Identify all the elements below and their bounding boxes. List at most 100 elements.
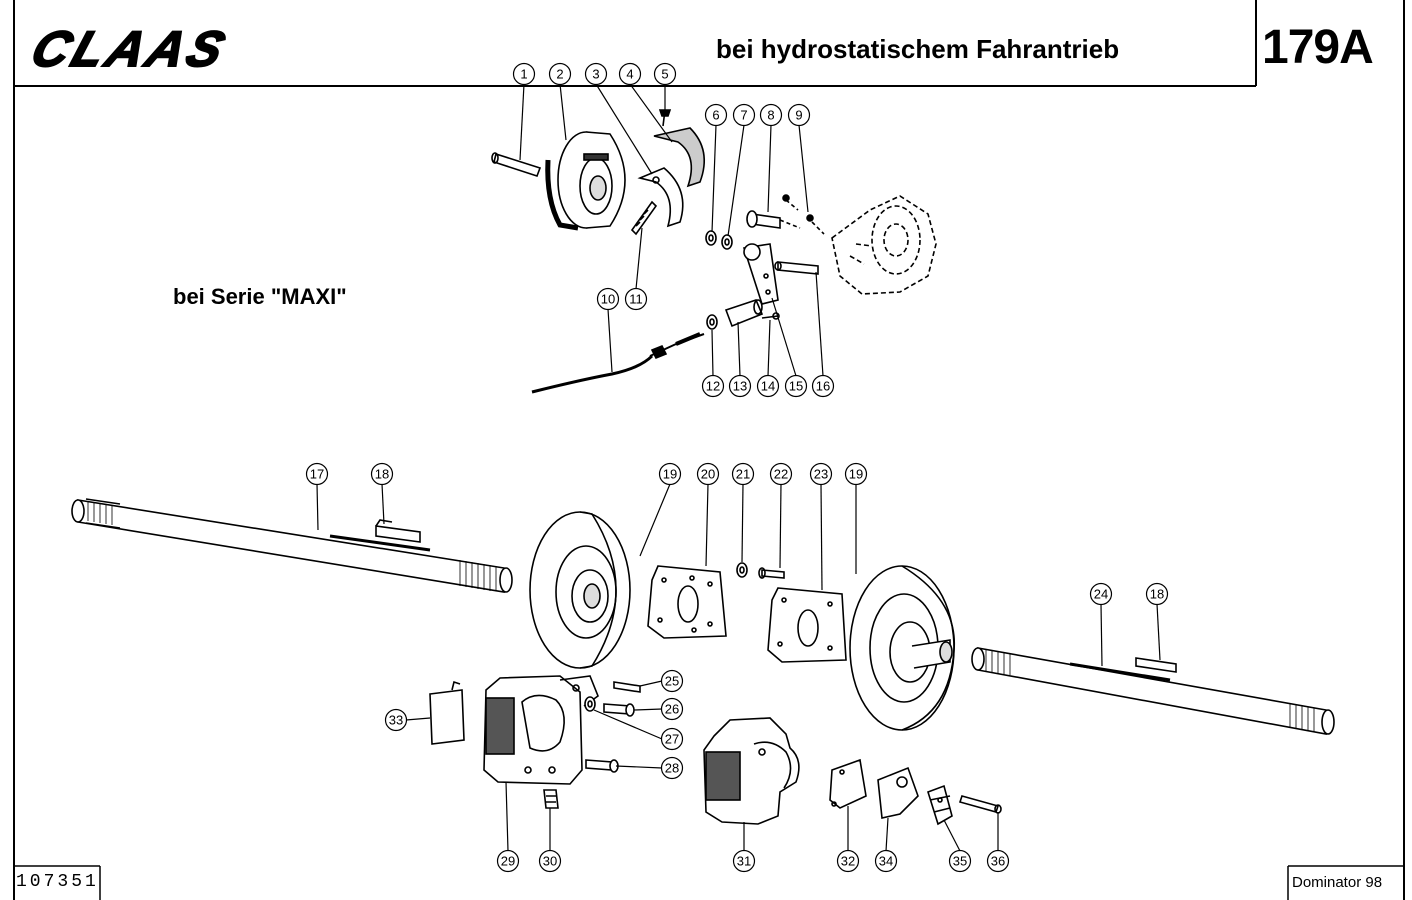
leader-line-16 (815, 271, 824, 377)
leader-line-14 (767, 319, 771, 377)
callout-5: 5 (653, 62, 677, 86)
callout-number: 32 (841, 854, 855, 869)
part-3-brake-shoe (637, 167, 684, 228)
callout-24: 24 (1089, 582, 1113, 606)
callout-circle (784, 374, 808, 398)
part-20-adapter-plate (647, 565, 727, 639)
callout-number: 23 (814, 467, 828, 482)
part-24-right-shaft (971, 647, 1335, 735)
leader-lines (316, 83, 1161, 852)
callout-number: 9 (795, 108, 802, 123)
callout-circle (704, 103, 728, 127)
callout-19: 19 (658, 462, 682, 486)
leader-line-18 (381, 483, 385, 525)
hydrostatic-motor-housing (831, 195, 937, 295)
callout-7: 7 (732, 103, 756, 127)
callout-number: 11 (629, 292, 643, 307)
document-number: 107351 (16, 872, 99, 892)
leader-line-33 (405, 717, 431, 721)
leader-line-28 (615, 765, 663, 769)
callout-circle (756, 374, 780, 398)
callout-34: 34 (874, 849, 898, 873)
leader-line-1 (519, 83, 525, 161)
leader-line-18 (1156, 603, 1161, 661)
callout-number: 27 (665, 732, 679, 747)
callout-28: 28 (660, 756, 684, 780)
leader-line-20 (705, 483, 709, 567)
part-12-nut (706, 314, 718, 330)
callout-3: 3 (584, 62, 608, 86)
leader-line-13 (737, 321, 741, 377)
diagram-title: bei hydrostatischem Fahrantrieb (716, 34, 1120, 64)
leader-line-8 (767, 124, 772, 213)
callout-circle (1089, 582, 1113, 606)
part-4-brake-lining (653, 127, 706, 188)
callout-number: 36 (991, 854, 1005, 869)
callout-circle (874, 849, 898, 873)
callout-circle (809, 462, 833, 486)
callout-31: 31 (732, 849, 756, 873)
callout-circle (548, 62, 572, 86)
callout-2: 2 (548, 62, 572, 86)
callout-6: 6 (704, 103, 728, 127)
leader-line-11 (635, 227, 643, 290)
callout-number: 15 (789, 379, 803, 394)
callout-9: 9 (787, 103, 811, 127)
leader-line-29 (505, 781, 509, 852)
callout-circle (1145, 582, 1169, 606)
leader-line-34 (885, 817, 889, 852)
callout-circle (701, 374, 725, 398)
callout-circle (596, 287, 620, 311)
callout-circle (731, 462, 755, 486)
leader-line-25 (639, 680, 663, 687)
part-19-brake-disc-left (529, 511, 631, 669)
part-26-bolt (603, 703, 635, 717)
part-23-adapter-plate (767, 587, 847, 663)
callout-35: 35 (948, 849, 972, 873)
callout-circle (618, 62, 642, 86)
callout-circle (696, 462, 720, 486)
callout-21: 21 (731, 462, 755, 486)
callout-circle (624, 287, 648, 311)
callout-number: 29 (501, 854, 515, 869)
leader-line-35 (943, 819, 961, 852)
leader-line-27 (593, 709, 663, 740)
callout-4: 4 (618, 62, 642, 86)
leader-line-4 (629, 83, 673, 143)
callout-circle (660, 669, 684, 693)
callout-14: 14 (756, 374, 780, 398)
callout-15: 15 (784, 374, 808, 398)
callout-circle (496, 849, 520, 873)
callout-number: 10 (601, 292, 615, 307)
leader-line-3 (595, 83, 653, 175)
callout-number: 19 (849, 467, 863, 482)
part-34-bracket (877, 766, 919, 819)
callout-number: 4 (626, 67, 633, 82)
callout-18: 18 (1145, 582, 1169, 606)
callout-circle (811, 374, 835, 398)
callout-circle (732, 849, 756, 873)
callout-circle (660, 727, 684, 751)
callout-circle (370, 462, 394, 486)
callout-20: 20 (696, 462, 720, 486)
callout-number: 26 (665, 702, 679, 717)
callout-number: 20 (701, 467, 715, 482)
callout-number: 3 (592, 67, 599, 82)
callout-circle (584, 62, 608, 86)
callout-number: 34 (879, 854, 893, 869)
part-19-brake-disc-right (849, 565, 956, 731)
callout-circle (305, 462, 329, 486)
callout-number: 18 (1150, 587, 1164, 602)
callout-circle (769, 462, 793, 486)
callout-number: 1 (520, 67, 527, 82)
part-18-key-left (375, 519, 421, 543)
part-15-lever (742, 243, 779, 305)
part-32-spring-plate (829, 758, 867, 809)
callout-number: 2 (556, 67, 563, 82)
callout-23: 23 (809, 462, 833, 486)
leader-line-24 (1100, 603, 1103, 667)
